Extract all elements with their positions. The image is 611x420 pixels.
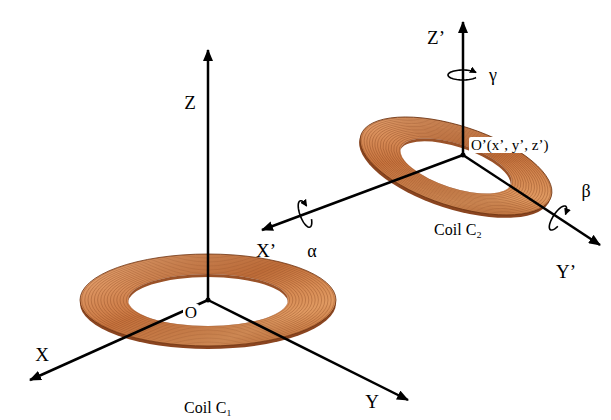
axis-label: Y	[365, 392, 379, 413]
rotation-gamma	[448, 70, 476, 80]
angle-label: β	[581, 182, 590, 202]
coil-rim	[349, 97, 564, 235]
axis-label: Z’	[427, 28, 445, 49]
axis-label: Y’	[556, 262, 576, 283]
axis-label: X’	[256, 241, 276, 262]
rotation-beta	[546, 204, 569, 233]
y-axis	[208, 300, 408, 400]
origin-label: O	[183, 304, 199, 323]
coil-body	[349, 97, 564, 235]
x-prime-axis	[262, 155, 463, 230]
coil-turn	[350, 98, 562, 234]
origin-dot	[206, 298, 211, 303]
coil-two	[348, 97, 564, 238]
origin-dot	[461, 153, 466, 158]
angle-label: γ	[489, 66, 497, 86]
axis-label: X	[35, 345, 49, 366]
coil-label: Coil C₁	[184, 399, 232, 417]
x-axis	[30, 300, 208, 380]
rotation-alpha	[295, 199, 314, 228]
coil-label: Coil C₂	[434, 221, 482, 239]
coil-turn	[386, 122, 525, 210]
origin-label: O’(x’, y’, z’)	[469, 137, 550, 154]
angle-label: α	[307, 242, 316, 262]
z-prime-axis	[462, 22, 465, 155]
y-prime-axis	[463, 155, 600, 245]
z-axis	[207, 50, 210, 300]
axis-label: Z	[184, 93, 196, 114]
